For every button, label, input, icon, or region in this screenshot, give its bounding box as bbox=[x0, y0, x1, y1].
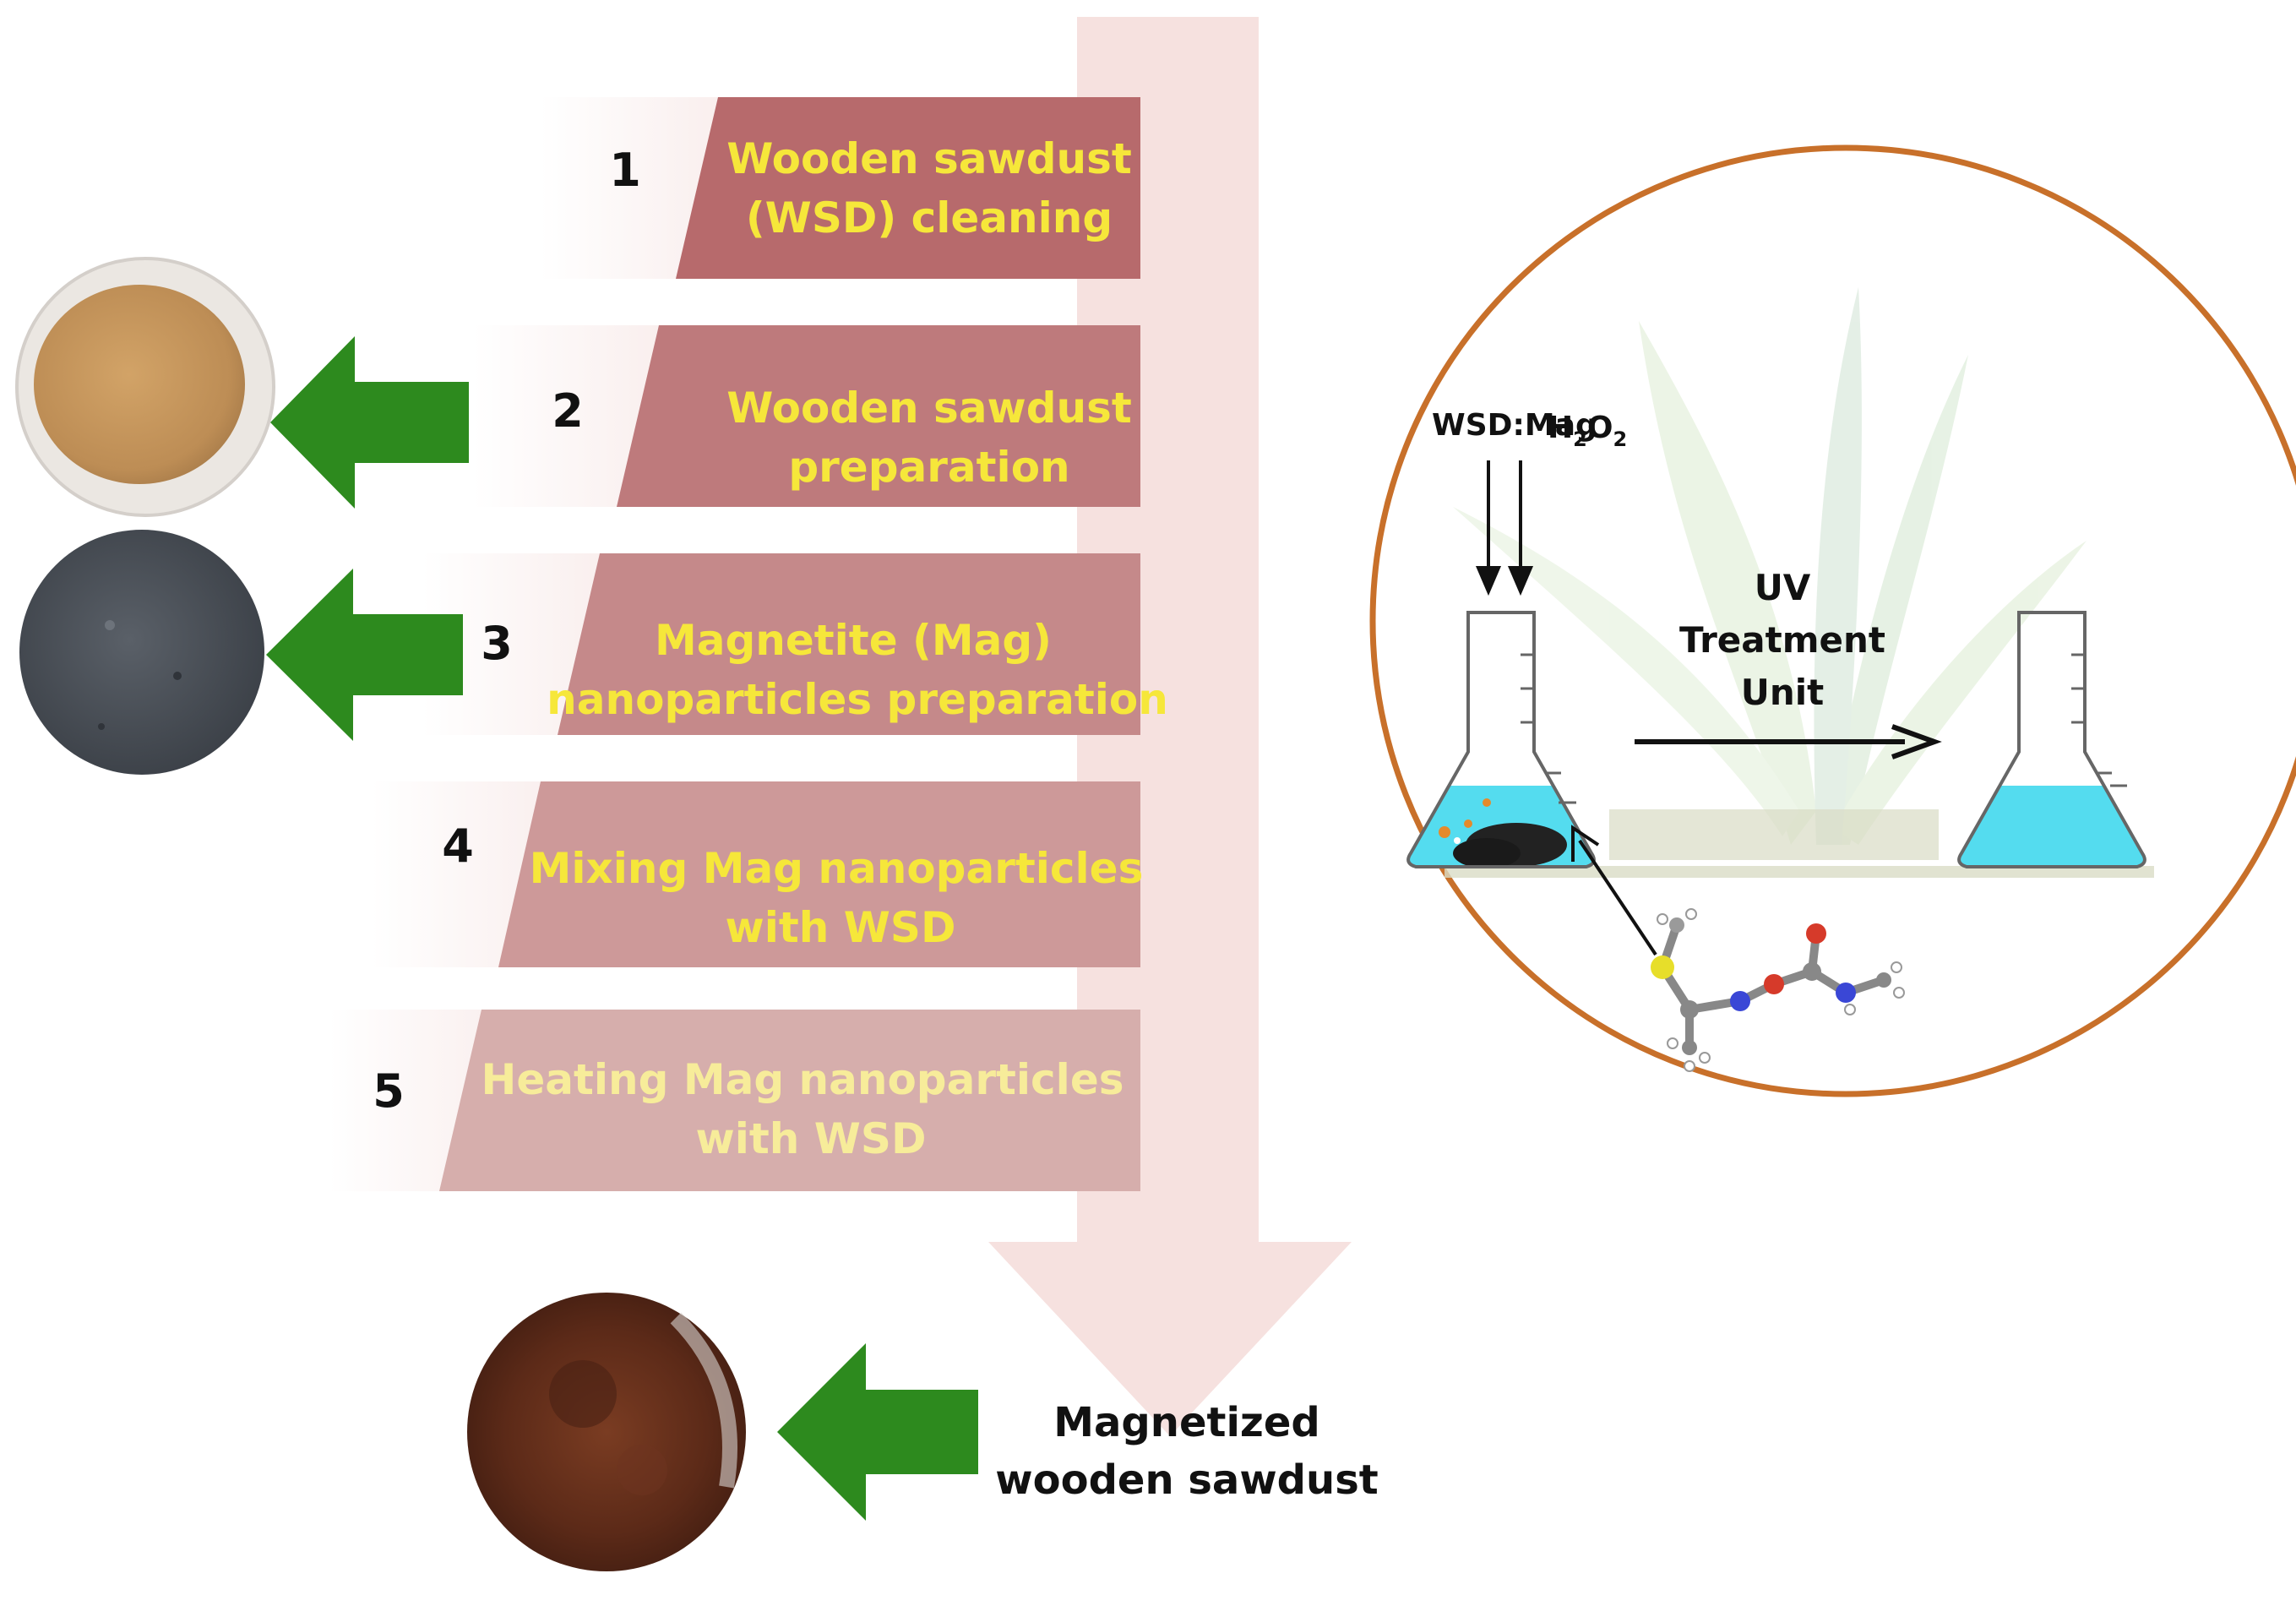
step-4-line-2: with WSD bbox=[726, 903, 956, 952]
erlenmeyer-flask-icon-left bbox=[1406, 611, 1596, 868]
step-2-line-2: preparation bbox=[788, 443, 1069, 492]
h2o2-sub-1: 2 bbox=[1573, 427, 1587, 451]
step-4-line-1: Mixing Mag nanoparticles bbox=[530, 844, 1144, 893]
magnetized-sawdust-photo bbox=[467, 1293, 746, 1571]
step-band-2 bbox=[473, 325, 1140, 507]
step-band-1 bbox=[541, 97, 1140, 279]
pollutant-pointer-arrow bbox=[1571, 825, 1657, 956]
step-1-line-1: Wooden sawdust bbox=[726, 134, 1132, 183]
magnetite-sample-photo bbox=[19, 530, 264, 775]
reagent-h2o2-label: H2O2 bbox=[1548, 411, 1627, 451]
green-left-arrow-step-3 bbox=[266, 569, 463, 741]
step-band-5 bbox=[329, 1010, 1140, 1191]
step-number-3: 3 bbox=[481, 617, 513, 670]
step-band-4 bbox=[372, 781, 1140, 967]
step-number-2: 2 bbox=[552, 384, 584, 438]
step-3-line-2: nanoparticles preparation bbox=[547, 675, 1168, 724]
treatment-arrow bbox=[1635, 724, 1942, 759]
plant-background-icon bbox=[1453, 287, 2087, 845]
step-3-line-1: Magnetite (Mag) bbox=[655, 616, 1052, 665]
step-1-line-2: (WSD) cleaning bbox=[746, 193, 1113, 242]
uv-treatment-panel: WSD:Mag H2O2 bbox=[1369, 144, 2296, 1097]
green-left-arrow-step-2 bbox=[270, 336, 469, 509]
h2o2-o: O bbox=[1587, 411, 1613, 445]
sawdust-sample-photo bbox=[15, 257, 275, 517]
uv-unit-line-2: Treatment bbox=[1679, 619, 1885, 661]
reagent-wsd-mag-label: WSD:Mag bbox=[1432, 408, 1597, 443]
step-number-1: 1 bbox=[609, 144, 641, 197]
molecule-icon bbox=[1651, 908, 1905, 1072]
green-left-arrow-product bbox=[777, 1343, 978, 1521]
product-label-line-1: Magnetized bbox=[1053, 1399, 1320, 1446]
h2o2-h: H bbox=[1548, 411, 1573, 445]
step-2-line-1: Wooden sawdust bbox=[726, 384, 1132, 433]
h2o2-sub-2: 2 bbox=[1613, 427, 1627, 451]
step-5-line-1: Heating Mag nanoparticles bbox=[482, 1055, 1124, 1104]
step-number-5: 5 bbox=[373, 1064, 405, 1118]
uv-unit-line-3: Unit bbox=[1741, 672, 1824, 713]
step-band-3 bbox=[422, 553, 1140, 735]
step-number-4: 4 bbox=[442, 819, 474, 873]
product-label-line-2: wooden sawdust bbox=[995, 1456, 1378, 1504]
step-5-line-2: with WSD bbox=[696, 1114, 927, 1163]
uv-unit-line-1: UV bbox=[1755, 567, 1811, 608]
reagent-down-arrows bbox=[1475, 460, 1534, 596]
